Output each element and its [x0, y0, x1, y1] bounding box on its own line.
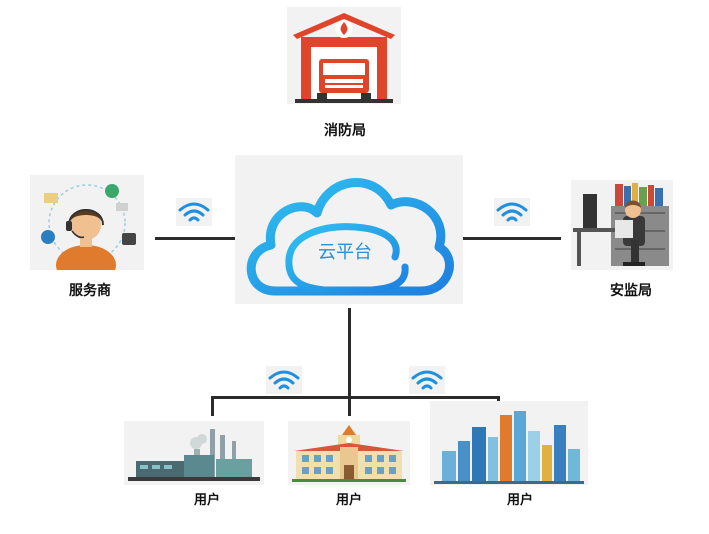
fire-station-icon [293, 13, 395, 103]
wifi-icon-left [176, 198, 212, 226]
safety-bureau-label: 安监局 [610, 283, 652, 299]
office-worker-icon [573, 183, 669, 266]
connector-left [155, 237, 235, 240]
wifi-icon [266, 366, 302, 394]
fire-department-label: 消防局 [324, 123, 366, 139]
wifi-icon-right [494, 198, 530, 226]
connector-user-1 [211, 396, 214, 416]
city-skyline-icon [434, 411, 584, 484]
wifi-icon [409, 366, 445, 394]
wifi-icon-bottom-left [266, 366, 302, 394]
school-building-icon [292, 425, 406, 482]
user-node-city [430, 401, 588, 485]
cloud-platform-label: 云平台 [318, 242, 372, 263]
user-node-school [288, 421, 410, 485]
connector-right [446, 237, 561, 240]
cloud-platform-node [235, 155, 463, 304]
factory-icon [128, 429, 260, 481]
cloud-icon [246, 178, 454, 296]
connector-users-bar [211, 396, 500, 399]
service-provider-label: 服务商 [69, 283, 111, 299]
wifi-icon [176, 198, 212, 226]
service-provider-node [30, 175, 144, 270]
wifi-icon [494, 198, 530, 226]
user-label-1: 用户 [193, 493, 221, 508]
user-label-2: 用户 [335, 493, 363, 508]
connector-down-trunk [348, 308, 351, 416]
user-label-3: 用户 [506, 493, 534, 508]
fire-department-node [287, 7, 401, 104]
wifi-icon-bottom-right [409, 366, 445, 394]
call-center-agent-icon [41, 184, 136, 270]
safety-bureau-node [571, 180, 673, 270]
user-node-factory [124, 421, 264, 485]
